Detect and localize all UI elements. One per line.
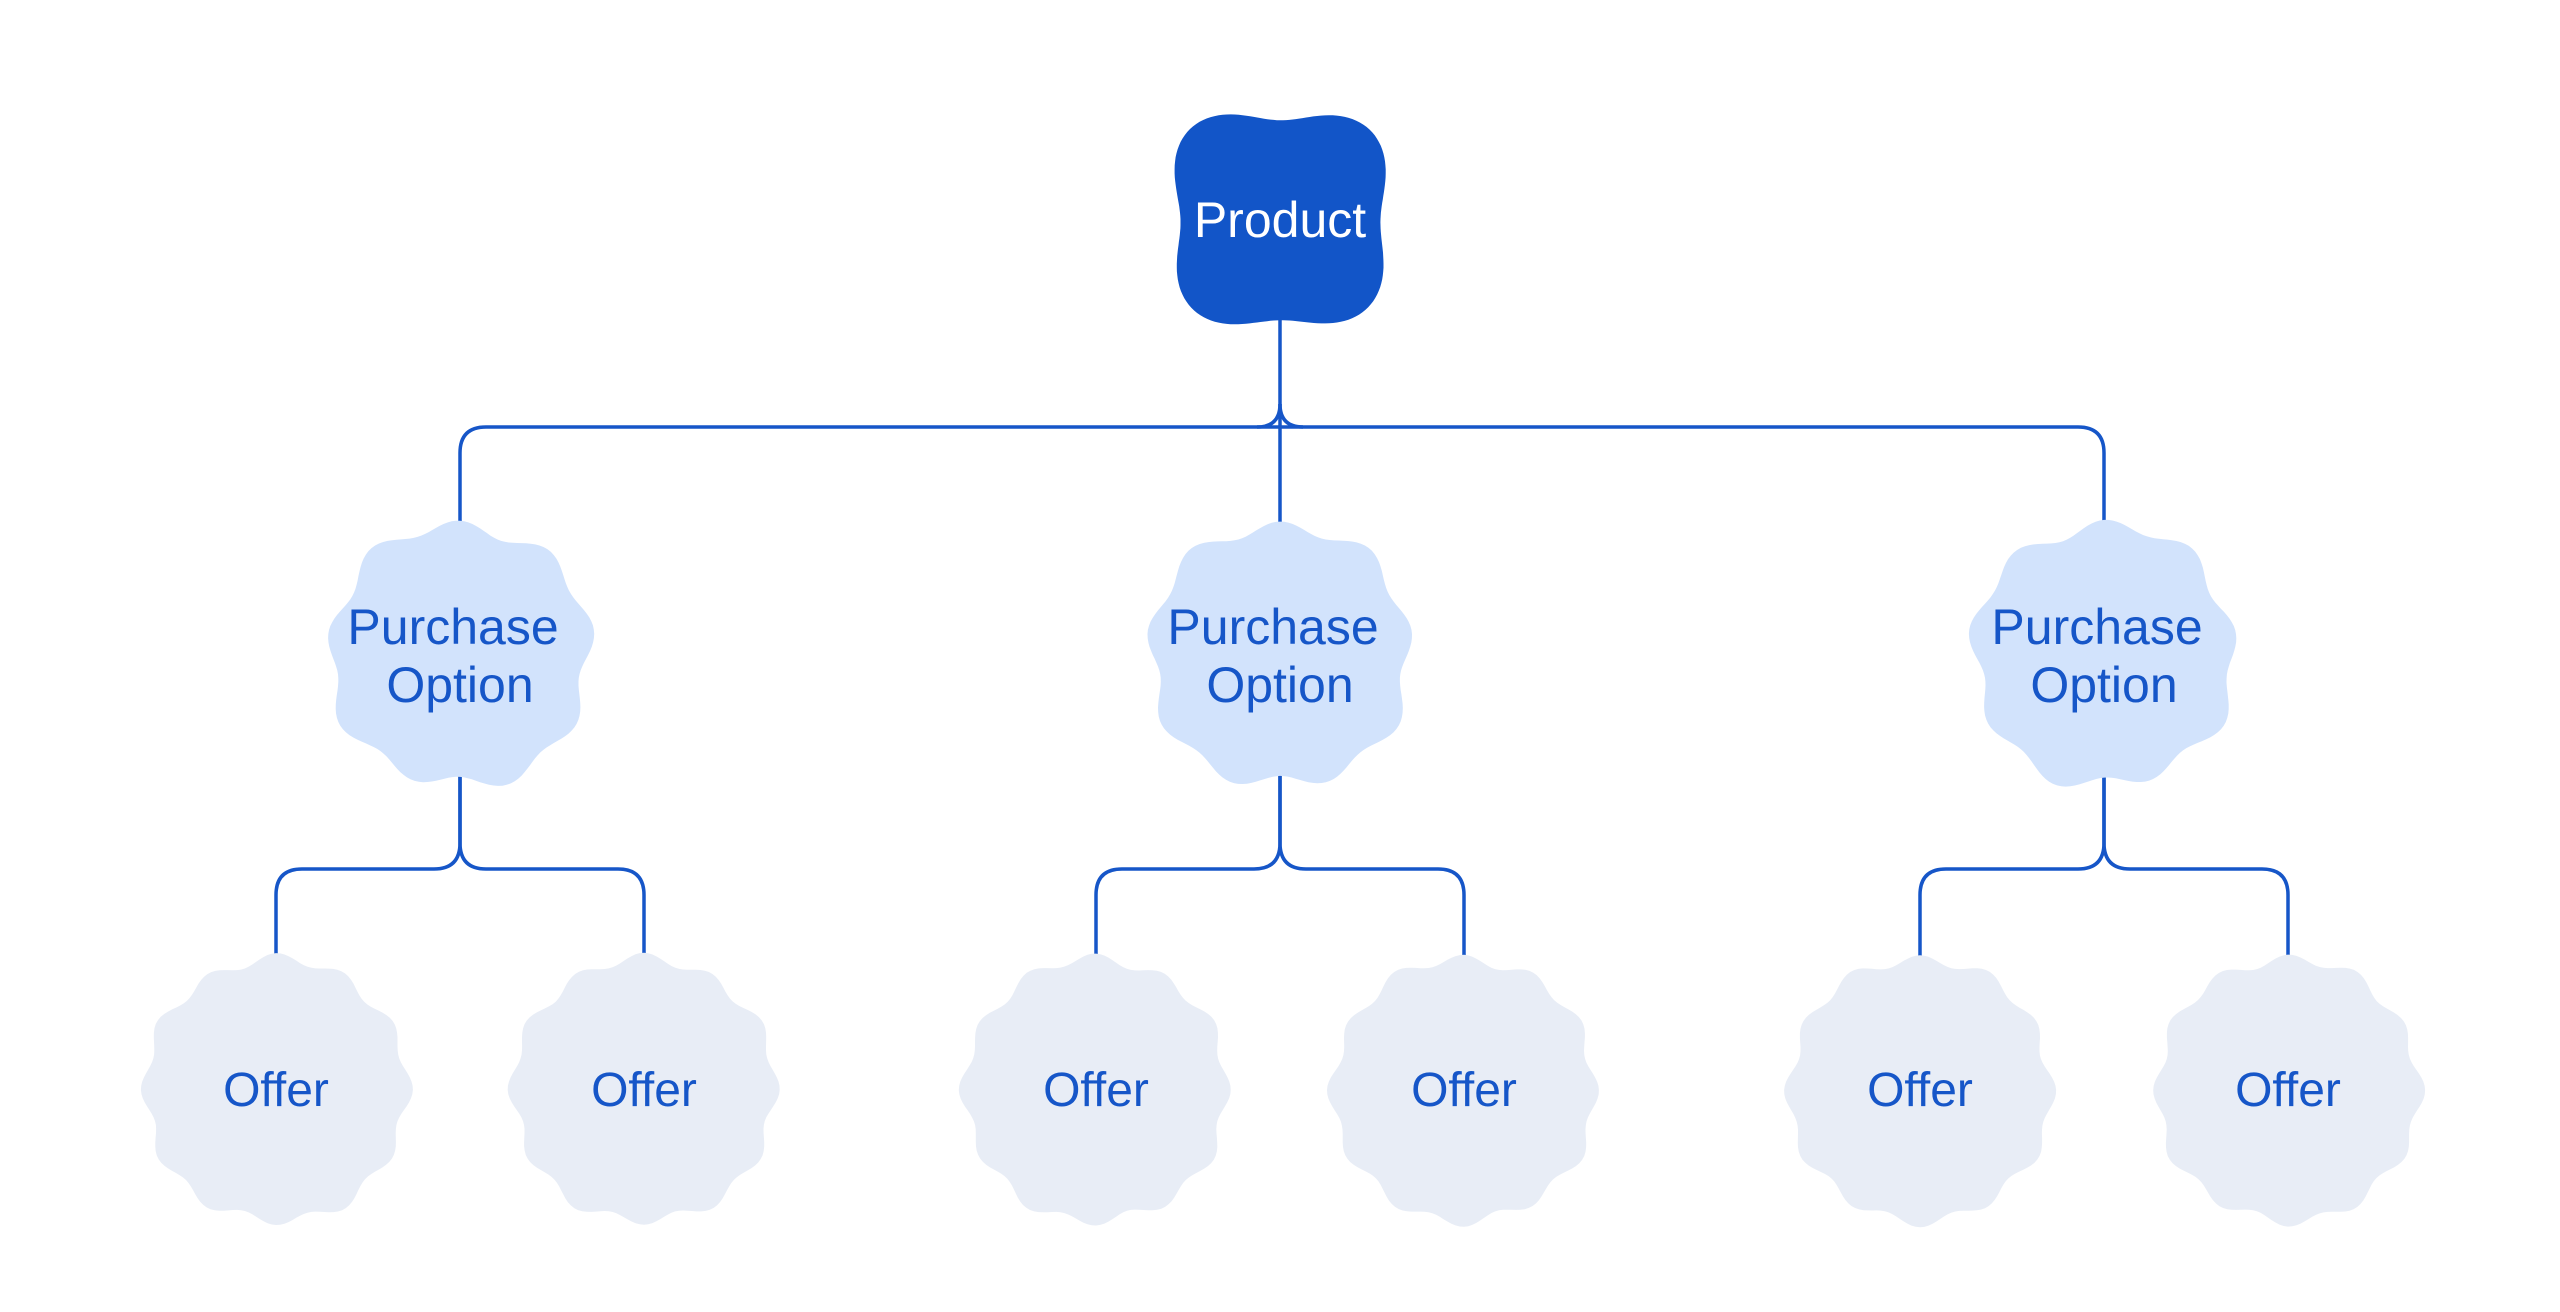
- connector-junction-fillet-left: [1256, 403, 1282, 429]
- po-label-1: Purchase Option: [1167, 599, 1392, 713]
- offer-label-0: Offer: [223, 1064, 329, 1117]
- offer-blob-4: [1784, 955, 2057, 1228]
- connector-split-left-2: [1918, 775, 2106, 958]
- offer-label-5: Offer: [2235, 1064, 2341, 1117]
- connector-split-right-2: [2102, 775, 2290, 958]
- connector-junction-fillet-right: [1278, 403, 1304, 429]
- offer-label-1: Offer: [591, 1064, 697, 1117]
- connector-bus: [458, 425, 2106, 530]
- po-blob-2: [1968, 519, 2237, 787]
- po-label-0: Purchase Option: [347, 599, 572, 713]
- offer-label-4: Offer: [1867, 1064, 1973, 1117]
- offer-blob-5: [2153, 954, 2426, 1227]
- offer-label-2: Offer: [1043, 1064, 1149, 1117]
- offer-blob-0: [140, 953, 413, 1225]
- po-blob-0: [328, 520, 595, 786]
- product-label: Product: [1194, 192, 1366, 248]
- offer-blob-1: [507, 952, 780, 1225]
- connector-split-right-1: [1278, 775, 1466, 958]
- connector-split-left-1: [1094, 775, 1282, 958]
- connector-split-right-0: [458, 775, 646, 958]
- labels: Product Purchase Option Purchase Option …: [223, 192, 2341, 1117]
- offer-label-3: Offer: [1411, 1064, 1517, 1117]
- connectors: [274, 310, 2290, 958]
- connector-split-left-0: [274, 775, 462, 958]
- offer-blob-2: [958, 953, 1231, 1226]
- product-blob: [1174, 114, 1386, 325]
- connector-splits: [274, 775, 2290, 958]
- po-label-2: Purchase Option: [1991, 599, 2216, 713]
- nodes: [140, 114, 2426, 1228]
- offer-blob-3: [1327, 954, 1599, 1227]
- po-blob-1: [1147, 521, 1412, 784]
